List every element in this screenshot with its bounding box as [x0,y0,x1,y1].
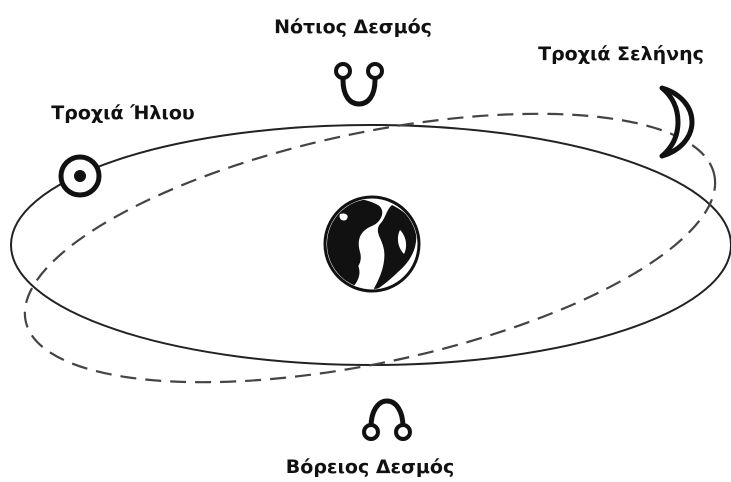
north-node-label: Βόρειος Δεσμός [286,456,454,478]
earth-globe-icon [325,197,419,292]
sun-orbit-label: Τροχιά Ήλιου [51,102,194,124]
south-node-label: Νότιος Δεσμός [274,16,432,38]
crescent-moon-icon [662,88,692,156]
ascending-node-icon [364,401,410,439]
descending-node-icon [336,64,382,104]
moon-orbit-label: Τροχιά Σελήνης [538,43,704,65]
sun-icon [61,157,99,195]
